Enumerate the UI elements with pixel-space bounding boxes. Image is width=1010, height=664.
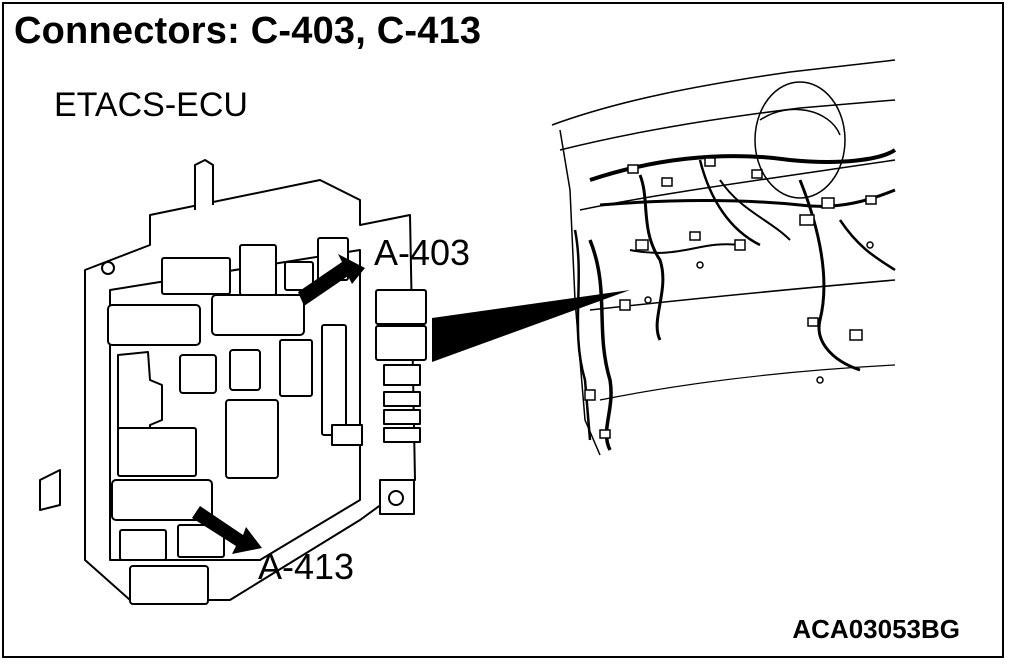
callout-arrows (192, 254, 365, 554)
dashboard-harness-drawing (551, 59, 897, 456)
component-label: ETACS-ECU (54, 86, 248, 124)
callout-a403-label: A-403 (374, 232, 471, 273)
page-title: Connectors: C-403, C-413 (14, 10, 482, 52)
harness-connectors (584, 157, 877, 439)
leader-wedge (432, 290, 630, 362)
callout-a413-label: A-413 (258, 546, 355, 587)
figure-id: ACA03053BG (792, 614, 960, 644)
